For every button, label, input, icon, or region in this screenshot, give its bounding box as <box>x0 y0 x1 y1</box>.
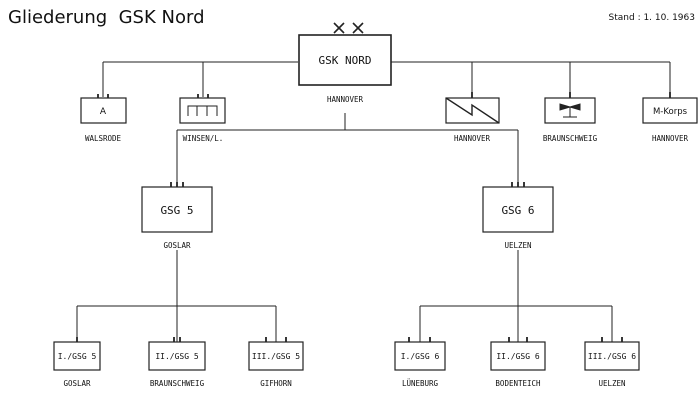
stand-date: Stand : 1. 10. 1963 <box>609 13 695 23</box>
unit-location: BRAUNSCHWEIG <box>150 379 205 388</box>
unit-location: HANNOVER <box>454 134 491 143</box>
crossed-x-icon <box>333 22 364 34</box>
lightning-icon <box>445 97 500 124</box>
hq-location: HANNOVER <box>327 95 364 104</box>
unit-box-label: I./GSG 6 <box>401 352 440 361</box>
node-gsk-nord: GSK NORD HANNOVER <box>298 22 392 104</box>
group-location: GOSLAR <box>163 241 191 250</box>
unit-box <box>80 97 127 124</box>
unit-box <box>248 341 304 371</box>
unit-location: GIFHORN <box>260 379 292 388</box>
unit-location: BODENTEICH <box>495 379 541 388</box>
group-box-label: GSG 5 <box>160 204 193 217</box>
node-iii-gsg5: III./GSG 5 GIFHORN <box>248 337 304 388</box>
node-top-walsrode: A WALSRODE <box>80 94 127 143</box>
unit-box <box>53 341 101 371</box>
chart-title: Gliederung GSK Nord <box>8 7 205 28</box>
node-iii-gsg6: III./GSG 6 UELZEN <box>584 337 640 388</box>
unit-location: GOSLAR <box>63 379 91 388</box>
unit-box <box>490 341 546 371</box>
unit-location: UELZEN <box>598 379 625 388</box>
hq-box-label: GSK NORD <box>319 54 372 67</box>
connector-lines <box>76 61 671 342</box>
unit-box <box>584 341 640 371</box>
node-ii-gsg6: II./GSG 6 BODENTEICH <box>490 337 546 388</box>
node-i-gsg5: I./GSG 5 GOSLAR <box>53 337 101 388</box>
unit-box-label: II./GSG 5 <box>155 352 199 361</box>
rotor-icon <box>559 103 581 118</box>
unit-box-label: III./GSG 5 <box>252 352 300 361</box>
node-top-hannover-signal: HANNOVER <box>445 92 500 143</box>
unit-symbol: A <box>100 107 107 117</box>
node-top-winsen: WINSEN/L. <box>179 94 226 143</box>
group-box <box>482 186 554 233</box>
unit-location: WALSRODE <box>85 134 122 143</box>
node-gsg6: GSG 6 UELZEN <box>482 182 554 250</box>
node-top-m-korps: M-Korps HANNOVER <box>642 92 698 143</box>
node-i-gsg6: I./GSG 6 LÜNEBURG <box>394 337 446 388</box>
unit-box <box>394 341 446 371</box>
group-box <box>141 186 213 233</box>
unit-location: BRAUNSCHWEIG <box>543 134 598 143</box>
node-top-braunschweig: BRAUNSCHWEIG <box>543 92 598 143</box>
unit-location: WINSEN/L. <box>183 134 224 143</box>
unit-symbol: M-Korps <box>653 107 688 117</box>
unit-box-label: III./GSG 6 <box>588 352 636 361</box>
hq-box <box>298 34 392 86</box>
unit-location: HANNOVER <box>652 134 689 143</box>
unit-box-label: II./GSG 6 <box>496 352 540 361</box>
unit-box <box>642 97 698 124</box>
unit-box <box>148 341 206 371</box>
group-location: UELZEN <box>504 241 531 250</box>
node-gsg5: GSG 5 GOSLAR <box>141 182 213 250</box>
unit-box-label: I./GSG 5 <box>58 352 97 361</box>
node-ii-gsg5: II./GSG 5 BRAUNSCHWEIG <box>148 337 206 388</box>
unit-box <box>179 97 226 124</box>
bridge-icon <box>187 105 218 116</box>
group-box-label: GSG 6 <box>501 204 534 217</box>
unit-location: LÜNEBURG <box>402 379 439 388</box>
